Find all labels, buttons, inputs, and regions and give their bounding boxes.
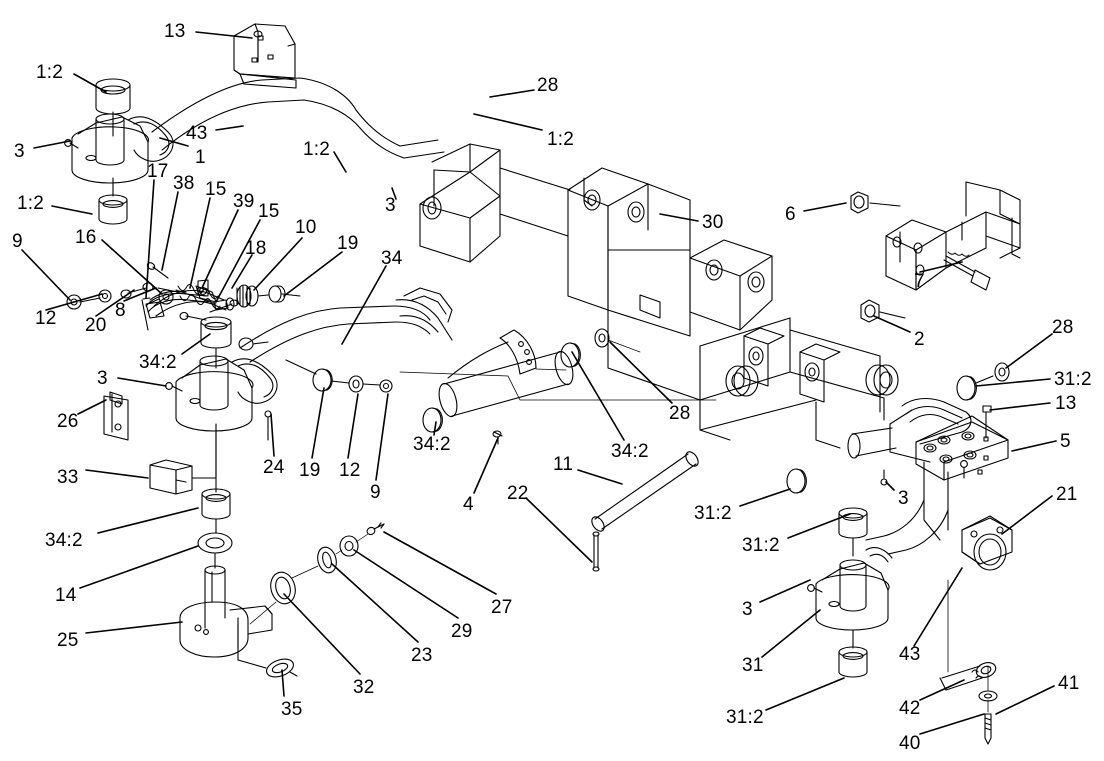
callout-15-right: 15: [258, 201, 280, 222]
callout-43-upper: 43: [186, 123, 208, 144]
callout-3-plate: 3: [898, 488, 909, 509]
callout-3-tube: 3: [385, 195, 396, 216]
callout-31-2-lower: 31:2: [726, 707, 764, 728]
callout-leader-lines: [21, 31, 1057, 735]
callout-12-upper: 12: [35, 308, 57, 329]
callout-19-upper: 19: [337, 233, 359, 254]
callout-10: 10: [295, 217, 317, 238]
callout-1-2-mid: 1:2: [303, 139, 331, 160]
callout-2: 2: [914, 329, 925, 350]
callout-19-lower: 19: [299, 460, 321, 481]
callout-43-right: 43: [899, 644, 921, 665]
callout-9-upper: 9: [12, 231, 23, 252]
callout-34-2-center: 34:2: [611, 441, 649, 462]
callout-23: 23: [411, 645, 433, 666]
callout-14: 14: [55, 585, 77, 606]
callout-38: 38: [173, 173, 195, 194]
callout-6: 6: [785, 204, 796, 225]
part-lower-left-spindle: [179, 488, 385, 678]
callout-5: 5: [1060, 431, 1071, 452]
callout-34-2-lower: 34:2: [45, 530, 83, 551]
callout-3-right: 3: [742, 599, 753, 620]
callout-3-mid: 3: [97, 368, 108, 389]
part-13-bracket: [233, 23, 297, 89]
callout-40: 40: [899, 733, 921, 754]
callout-25: 25: [57, 630, 79, 651]
callout-42: 42: [899, 698, 921, 719]
callout-8: 8: [115, 300, 126, 321]
callout-4: 4: [463, 494, 474, 515]
callout-31-2-mid: 31:2: [742, 535, 780, 556]
callout-31-2-right: 31:2: [1054, 369, 1092, 390]
callout-22: 22: [507, 483, 529, 504]
callout-30: 30: [702, 212, 724, 233]
callout-16: 16: [75, 227, 97, 248]
callout-18: 18: [245, 238, 267, 259]
callout-20: 20: [85, 315, 107, 336]
part-center-arm-tube: [395, 287, 717, 572]
callout-13-right: 13: [1055, 393, 1077, 414]
callout-7: 7: [914, 271, 925, 292]
callout-35: 35: [281, 699, 303, 720]
callout-12-lower: 12: [339, 460, 361, 481]
callout-9-lower: 9: [370, 482, 381, 503]
callout-33: 33: [57, 467, 79, 488]
callout-29: 29: [451, 621, 473, 642]
callout-28-right: 28: [1052, 317, 1074, 338]
callout-21: 21: [1056, 484, 1078, 505]
callout-13-top: 13: [164, 21, 186, 42]
callout-34-2-arm: 34:2: [413, 434, 451, 455]
part-34-swing-arm: [238, 305, 431, 393]
callout-28-top: 28: [537, 75, 559, 96]
callout-1-2-right: 1:2: [547, 129, 575, 150]
callout-17: 17: [147, 161, 169, 182]
callout-39: 39: [233, 191, 255, 212]
callout-3-upper: 3: [14, 141, 25, 162]
callout-34: 34: [381, 248, 403, 269]
part-tie-rod-assembly: [145, 284, 301, 319]
callout-31: 31: [742, 655, 764, 676]
part-upper-steering-arm: [151, 77, 445, 159]
callout-15-left: 15: [205, 179, 227, 200]
callout-34-2-mid: 34:2: [139, 352, 177, 373]
callout-26: 26: [57, 411, 79, 432]
callout-11: 11: [553, 454, 574, 475]
callout-28-center: 28: [669, 403, 691, 424]
part-upper-left-spindle-housing: [64, 78, 174, 225]
part-6-7-2-fasteners: [850, 181, 1021, 323]
callout-41: 41: [1058, 673, 1080, 694]
callout-31-2-upper: 31:2: [694, 503, 732, 524]
callout-1: 1: [195, 147, 206, 168]
callout-24: 24: [263, 457, 285, 478]
callout-1-2-upper: 1:2: [36, 62, 64, 83]
part-30-main-frame: [419, 143, 899, 449]
callout-1-2-lower: 1:2: [17, 193, 45, 214]
part-mid-left-spindle-housing: [103, 316, 278, 495]
callout-32: 32: [353, 677, 375, 698]
callout-27: 27: [491, 597, 513, 618]
